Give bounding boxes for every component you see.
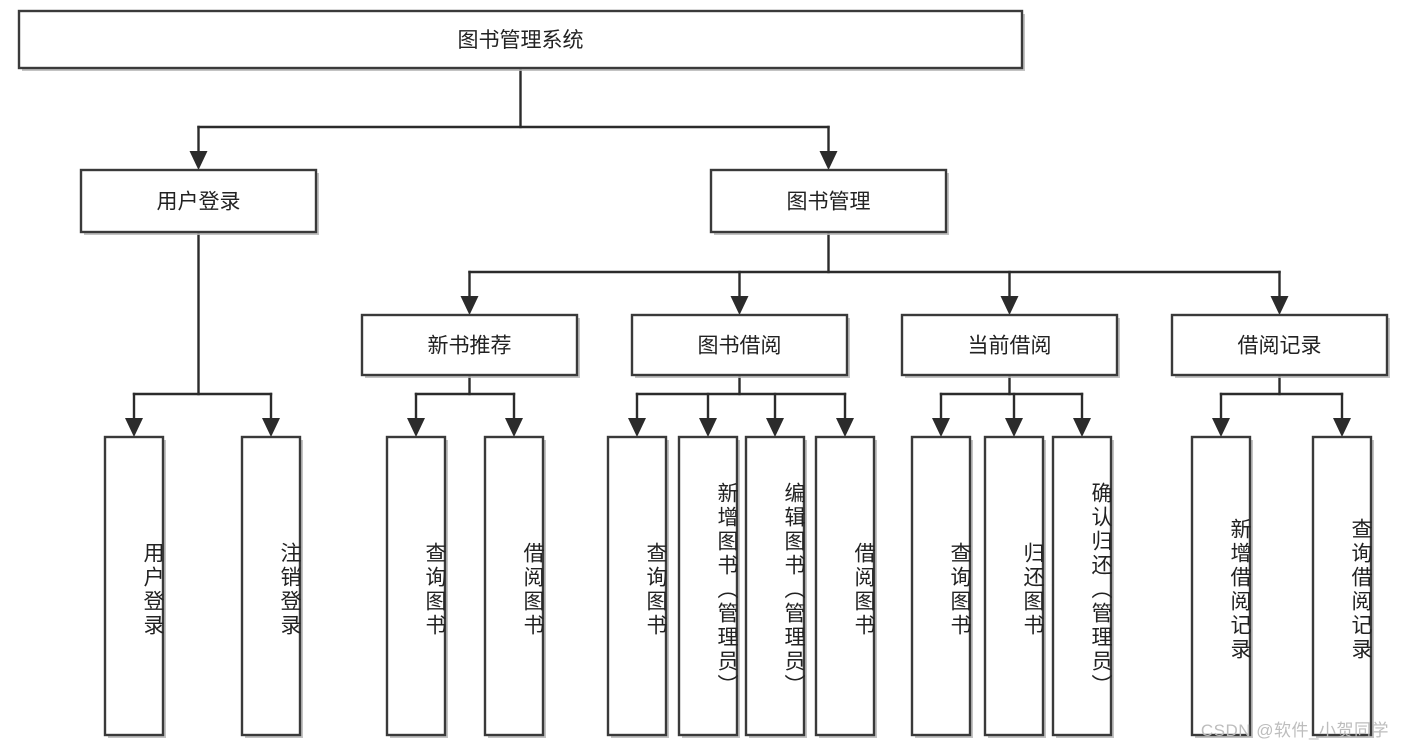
node-box-leaf-user-login[interactable] bbox=[103, 435, 165, 737]
node-box-leaf-user-logout[interactable] bbox=[240, 435, 302, 737]
watermark: CSDN @软件_小贺同学 bbox=[1200, 721, 1389, 740]
node-box-leaf-borrow-book-1[interactable] bbox=[483, 435, 545, 737]
arrow-head bbox=[1212, 418, 1230, 437]
node-label-borrow-record: 借阅记录 bbox=[1238, 335, 1322, 358]
node-box-leaf-query-book-1[interactable] bbox=[385, 435, 447, 737]
node-box-user-login[interactable] bbox=[79, 168, 318, 234]
arrow-head bbox=[730, 296, 749, 315]
node-box-current-borrow[interactable] bbox=[900, 313, 1119, 377]
node-box-new-book-recommend[interactable] bbox=[360, 313, 579, 377]
arrow-head bbox=[125, 418, 143, 437]
node-box-leaf-query-borrow-record[interactable] bbox=[1311, 435, 1373, 737]
node-box-leaf-confirm-return[interactable] bbox=[1051, 435, 1113, 737]
node-box-leaf-edit-book[interactable] bbox=[744, 435, 806, 737]
connector-layer bbox=[125, 66, 1351, 437]
node-box-borrow-record[interactable] bbox=[1170, 313, 1389, 377]
arrow-head bbox=[460, 296, 479, 315]
arrow-head bbox=[1005, 418, 1023, 437]
arrow-head bbox=[1270, 296, 1289, 315]
node-box-leaf-query-book-2[interactable] bbox=[606, 435, 668, 737]
node-box-leaf-add-borrow-record[interactable] bbox=[1190, 435, 1252, 737]
node-label-book-borrow: 图书借阅 bbox=[698, 335, 782, 358]
node-label-user-login: 用户登录 bbox=[157, 191, 241, 214]
node-box-root[interactable] bbox=[17, 9, 1024, 70]
arrow-head bbox=[1333, 418, 1351, 437]
node-label-current-borrow: 当前借阅 bbox=[968, 335, 1052, 358]
node-box-leaf-return-book[interactable] bbox=[983, 435, 1045, 737]
node-box-leaf-query-book-3[interactable] bbox=[910, 435, 972, 737]
arrow-head bbox=[189, 151, 208, 170]
node-layer bbox=[17, 9, 1390, 738]
arrow-head bbox=[836, 418, 854, 437]
arrow-head bbox=[819, 151, 838, 170]
node-label-new-book-recommend: 新书推荐 bbox=[428, 335, 512, 358]
arrow-head bbox=[1073, 418, 1091, 437]
arrow-head bbox=[407, 418, 425, 437]
arrow-head bbox=[932, 418, 950, 437]
node-box-leaf-borrow-book-2[interactable] bbox=[814, 435, 876, 737]
arrow-head bbox=[505, 418, 523, 437]
arrow-head bbox=[766, 418, 784, 437]
node-box-leaf-add-book[interactable] bbox=[677, 435, 739, 737]
arrow-head bbox=[699, 418, 717, 437]
arrow-head bbox=[262, 418, 280, 437]
arrow-head bbox=[628, 418, 646, 437]
node-box-book-borrow[interactable] bbox=[630, 313, 849, 377]
arrow-head bbox=[1000, 296, 1019, 315]
node-box-book-manage[interactable] bbox=[709, 168, 948, 234]
node-label-book-manage: 图书管理 bbox=[787, 191, 871, 214]
node-label-root: 图书管理系统 bbox=[458, 29, 584, 52]
